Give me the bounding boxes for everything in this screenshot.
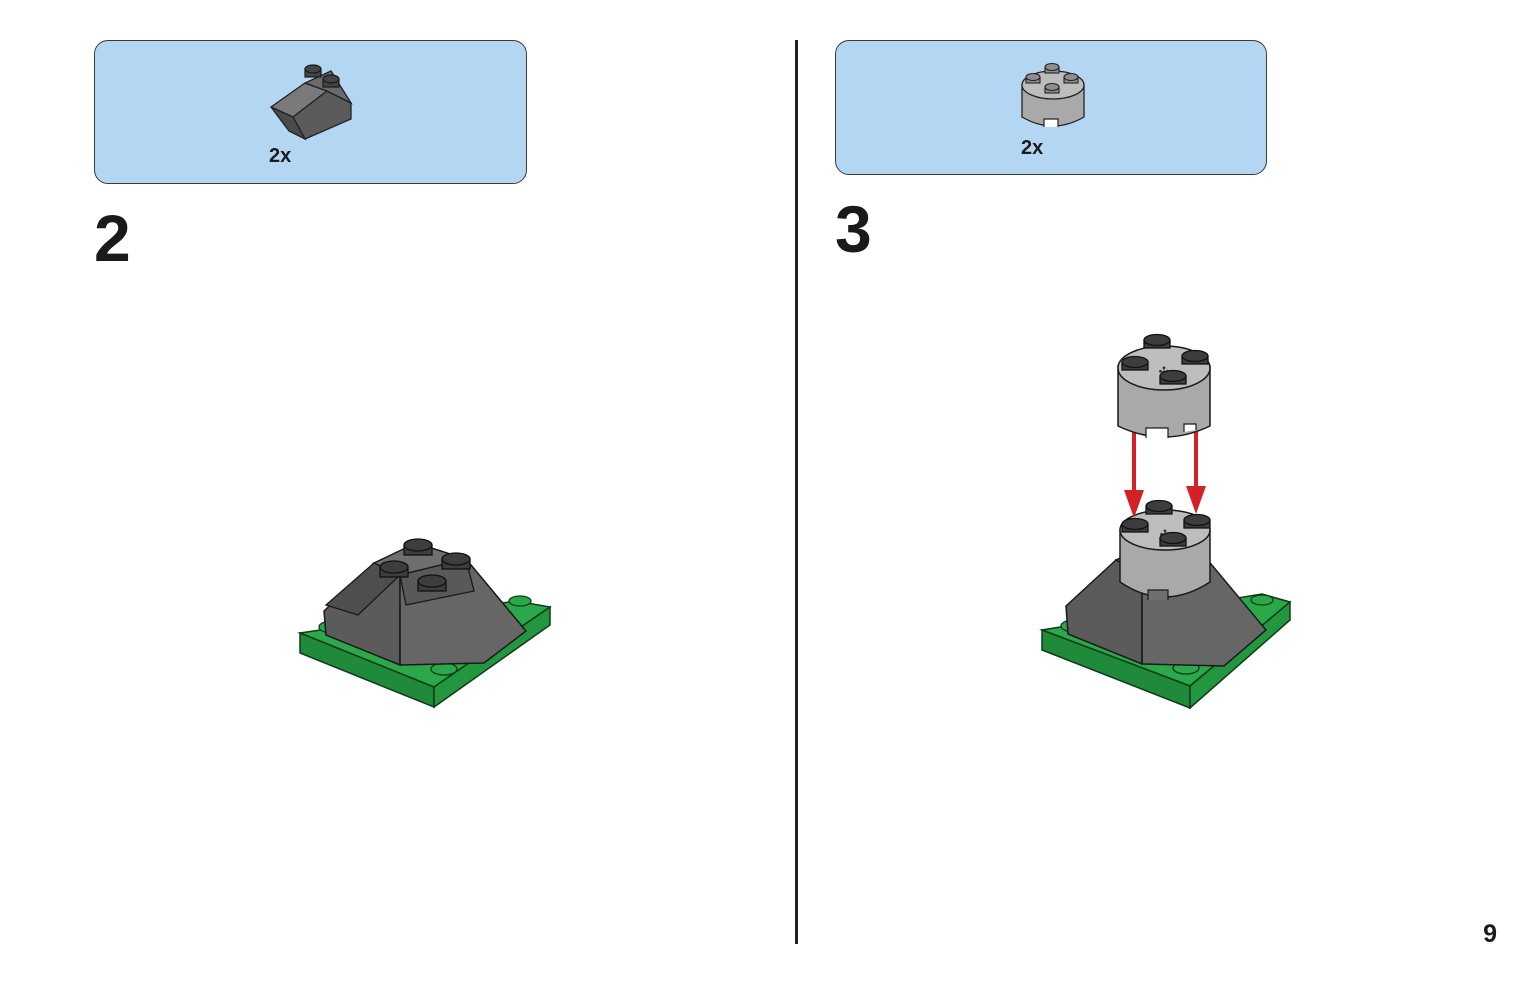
part-quantity: 2x [269,145,292,167]
light-gray-round-brick-icon [1021,62,1085,127]
page-divider [795,40,798,944]
dark-gray-slope-brick-icon [269,64,353,141]
step-number: 3 [835,192,872,266]
parts-callout-step-3: 2x [835,40,1267,175]
assembly-arrows [1124,432,1206,518]
page-number: 9 [1483,920,1497,948]
step-2-assembly-illustration [297,538,552,709]
parts-callout-step-2: 2x [94,40,527,184]
part-quantity: 2x [1021,137,1044,159]
step-number: 2 [94,201,131,275]
step-3-assembly-illustration: ✣ ✣ [1039,333,1292,710]
